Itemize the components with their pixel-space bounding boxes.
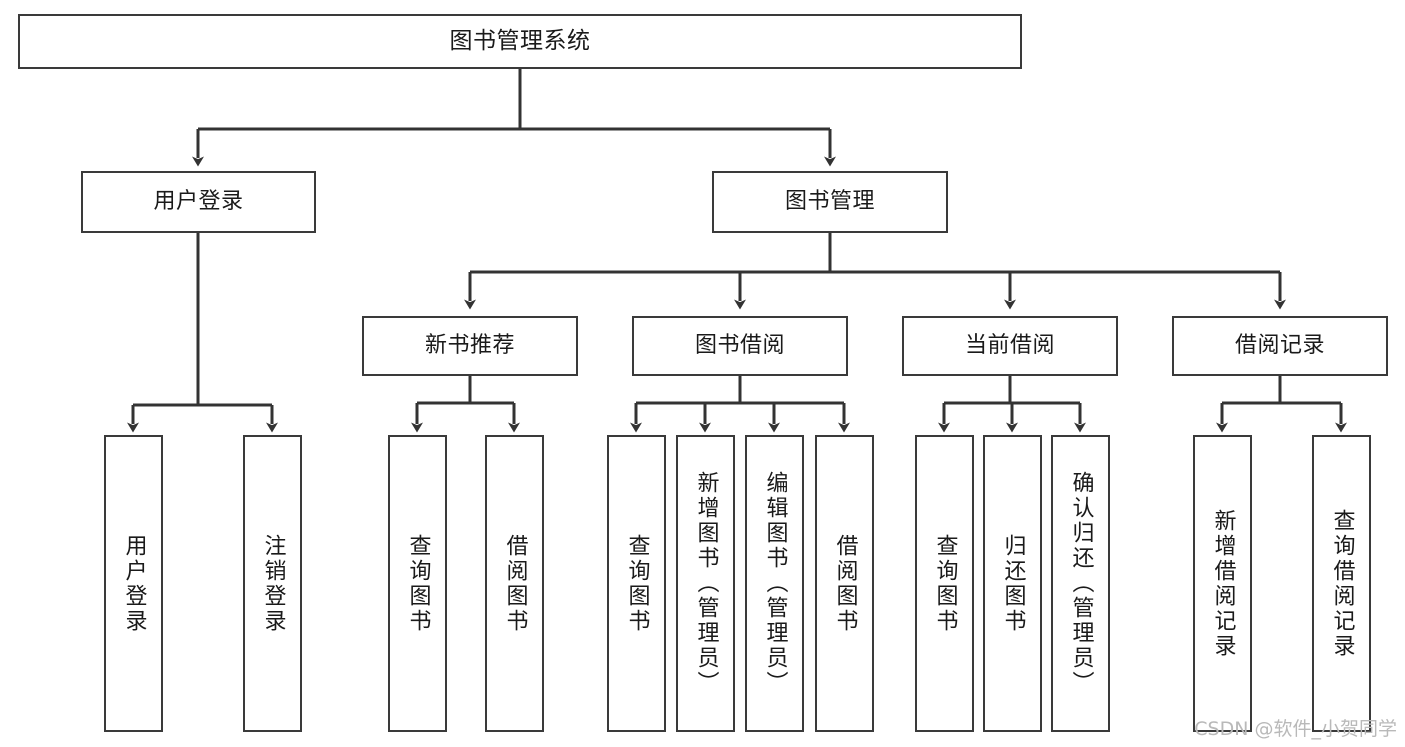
- leaf-borrow-book-2[interactable]: 借阅图书: [815, 435, 874, 732]
- node-new-book-rec-label: 新书推荐: [424, 333, 515, 359]
- leaf-borrow-book-1-label: 借阅图书: [502, 533, 528, 634]
- leaf-add-record-label: 新增借阅记录: [1210, 508, 1236, 659]
- node-user-login-label: 用户登录: [153, 189, 244, 215]
- node-new-book-rec[interactable]: 新书推荐: [362, 316, 578, 376]
- leaf-add-book[interactable]: 新增图书（管理员）: [676, 435, 735, 732]
- leaf-query-book-3-label: 查询图书: [932, 533, 958, 634]
- node-book-borrow-label: 图书借阅: [694, 333, 785, 359]
- watermark: CSDN @软件_小贺同学: [1194, 718, 1397, 740]
- leaf-query-book-2-label: 查询图书: [624, 533, 650, 634]
- node-book-borrow[interactable]: 图书借阅: [632, 316, 848, 376]
- leaf-add-book-label: 新增图书（管理员）: [693, 471, 719, 696]
- leaf-user-login-label: 用户登录: [121, 533, 147, 634]
- node-root[interactable]: 图书管理系统: [18, 14, 1022, 69]
- leaf-query-book-3[interactable]: 查询图书: [915, 435, 974, 732]
- leaf-borrow-book-2-label: 借阅图书: [832, 533, 858, 634]
- leaf-edit-book[interactable]: 编辑图书（管理员）: [745, 435, 804, 732]
- leaf-add-record[interactable]: 新增借阅记录: [1193, 435, 1252, 732]
- leaf-query-record[interactable]: 查询借阅记录: [1312, 435, 1371, 732]
- node-book-manage[interactable]: 图书管理: [712, 171, 948, 233]
- node-user-login[interactable]: 用户登录: [81, 171, 316, 233]
- node-book-manage-label: 图书管理: [784, 189, 875, 215]
- leaf-query-book-1[interactable]: 查询图书: [388, 435, 447, 732]
- leaf-edit-book-label: 编辑图书（管理员）: [762, 471, 788, 696]
- leaf-logout-login[interactable]: 注销登录: [243, 435, 302, 732]
- leaf-user-login[interactable]: 用户登录: [104, 435, 163, 732]
- node-borrow-record-label: 借阅记录: [1234, 333, 1325, 359]
- leaf-borrow-book-1[interactable]: 借阅图书: [485, 435, 544, 732]
- leaf-query-book-2[interactable]: 查询图书: [607, 435, 666, 732]
- leaf-confirm-return[interactable]: 确认归还（管理员）: [1051, 435, 1110, 732]
- node-current-borrow-label: 当前借阅: [964, 333, 1055, 359]
- leaf-logout-login-label: 注销登录: [260, 533, 286, 634]
- leaf-return-book[interactable]: 归还图书: [983, 435, 1042, 732]
- leaf-query-book-1-label: 查询图书: [405, 533, 431, 634]
- leaf-confirm-return-label: 确认归还（管理员）: [1068, 471, 1094, 696]
- node-root-label: 图书管理系统: [449, 27, 591, 54]
- leaf-return-book-label: 归还图书: [1000, 533, 1026, 634]
- node-borrow-record[interactable]: 借阅记录: [1172, 316, 1388, 376]
- leaf-query-record-label: 查询借阅记录: [1329, 508, 1355, 659]
- node-current-borrow[interactable]: 当前借阅: [902, 316, 1118, 376]
